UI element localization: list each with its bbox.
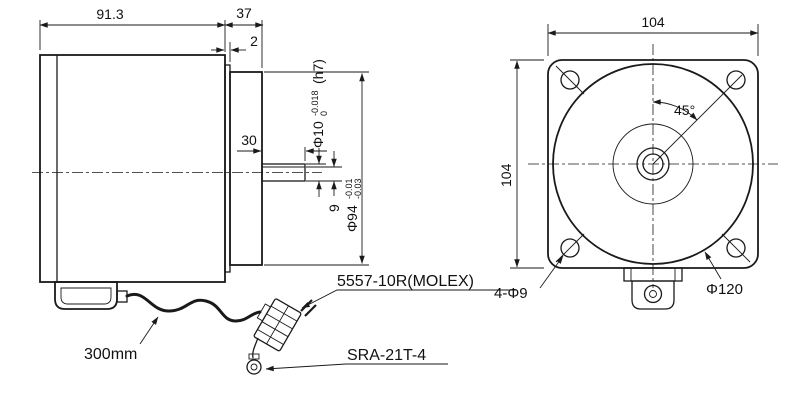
connector-latch — [256, 303, 272, 322]
shaft-dia-value: Φ10 — [310, 121, 326, 148]
pilot-dia-value: Φ94 — [344, 205, 360, 232]
callouts: 5557-10R(MOLEX) SRA-21T-4 300mm — [84, 273, 516, 372]
terminal-box-front — [623, 267, 683, 310]
mounting-hole-top-left — [560, 70, 580, 90]
terminal-box-gland-hole — [649, 290, 657, 298]
power-cable — [125, 292, 262, 323]
flange-width-value: 104 — [641, 14, 665, 30]
motor-body — [39, 54, 226, 283]
dim-flange-width: 104 — [547, 14, 759, 56]
dim-shaft-diameter: Φ10 -0.018 0 (h7) — [306, 59, 342, 197]
mounting-hole-top-right — [726, 70, 746, 90]
leader-outer-dia — [704, 251, 722, 280]
shaft-dia-fit: (h7) — [310, 59, 326, 84]
mounting-hole-bottom-right — [726, 238, 746, 258]
connector-housing-group — [253, 298, 302, 352]
terminal-ring-outer — [246, 359, 262, 375]
callout-mounting-holes: 4-Φ9 — [494, 255, 564, 302]
terminal-label: SRA-21T-4 — [347, 347, 426, 364]
leader-connector — [301, 289, 516, 309]
dim-shaft-length: 30 — [237, 132, 327, 161]
cavity-divider — [266, 305, 289, 345]
connector-label: 5557-10R(MOLEX) — [337, 273, 474, 290]
shaft-dia-tol-upper: -0.018 — [310, 90, 320, 116]
terminal-box-body — [631, 280, 675, 310]
dim-pilot-diameter: Φ94 -0.01 -0.03 — [264, 71, 369, 266]
molex-connector — [253, 298, 317, 352]
pilot-dia-tol-lower: -0.03 — [353, 178, 363, 199]
hole-diagonal-centerline — [721, 233, 751, 263]
cavity-divider — [261, 321, 289, 338]
callout-outer-diameter: Φ120 — [704, 251, 743, 298]
dim-body-length: 91.3 — [39, 6, 226, 52]
dim-step: 2 — [211, 33, 258, 62]
ring-terminal — [246, 337, 262, 375]
leader-holes — [539, 255, 564, 289]
shaft-dia-tol-lower: 0 — [319, 111, 329, 116]
gland-nipple — [116, 290, 128, 303]
hole-diagonal-centerline — [555, 65, 585, 95]
dim-step-value: 2 — [250, 33, 258, 49]
gland-inner — [60, 287, 112, 305]
gland-body — [54, 281, 118, 310]
flange-height-value: 104 — [498, 163, 514, 187]
angle-value: 45° — [674, 102, 695, 118]
dim-front-length-value: 37 — [236, 5, 252, 21]
holes-label: 4-Φ9 — [494, 285, 528, 302]
terminal-ring-hole — [250, 363, 258, 371]
terminal-wire — [252, 337, 259, 359]
cavity-divider — [270, 305, 298, 322]
dim-shaft-length-value: 30 — [241, 132, 257, 148]
outer-dia-label: Φ120 — [706, 281, 743, 298]
cavity-divider — [257, 329, 284, 345]
leader-terminal — [265, 363, 448, 372]
cable-length-label: 300mm — [84, 346, 137, 363]
front-view: 45° 104 104 4-Φ9 Φ120 — [494, 14, 778, 310]
terminal-sleeve — [248, 353, 260, 360]
cable-gland — [54, 281, 128, 310]
cavity-divider — [266, 313, 293, 330]
leader-cable-length — [139, 316, 159, 345]
dim-angle: 45° — [652, 99, 698, 121]
angle-arc — [652, 99, 698, 121]
dim-shaft-flat-value: 9 — [326, 204, 342, 212]
hole-diagonal-centerline — [555, 233, 585, 263]
dim-shaft-flat: 9 — [326, 151, 342, 212]
mounting-hole-bottom-left — [560, 238, 580, 258]
pilot-housing — [229, 71, 263, 266]
dim-front-length: 37 — [224, 5, 264, 68]
dim-body-length-value: 91.3 — [96, 6, 123, 22]
45deg-reference-line — [652, 74, 743, 165]
side-view: 91.3 37 2 30 Φ10 — [32, 5, 516, 375]
pilot-dia-tol-upper: -0.01 — [344, 178, 354, 199]
terminal-box-gland-circle — [643, 284, 663, 304]
dim-flange-height: 104 — [498, 59, 544, 269]
crimp-pin — [304, 304, 317, 317]
